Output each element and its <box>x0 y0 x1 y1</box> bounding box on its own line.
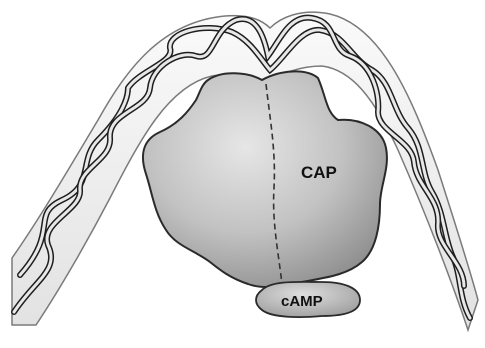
camp-ligand: cAMP <box>256 282 360 317</box>
cap-protein: CAP <box>143 71 387 287</box>
camp-label: cAMP <box>281 293 323 310</box>
cap-protein-body <box>143 71 387 287</box>
cap-label: CAP <box>301 163 337 182</box>
